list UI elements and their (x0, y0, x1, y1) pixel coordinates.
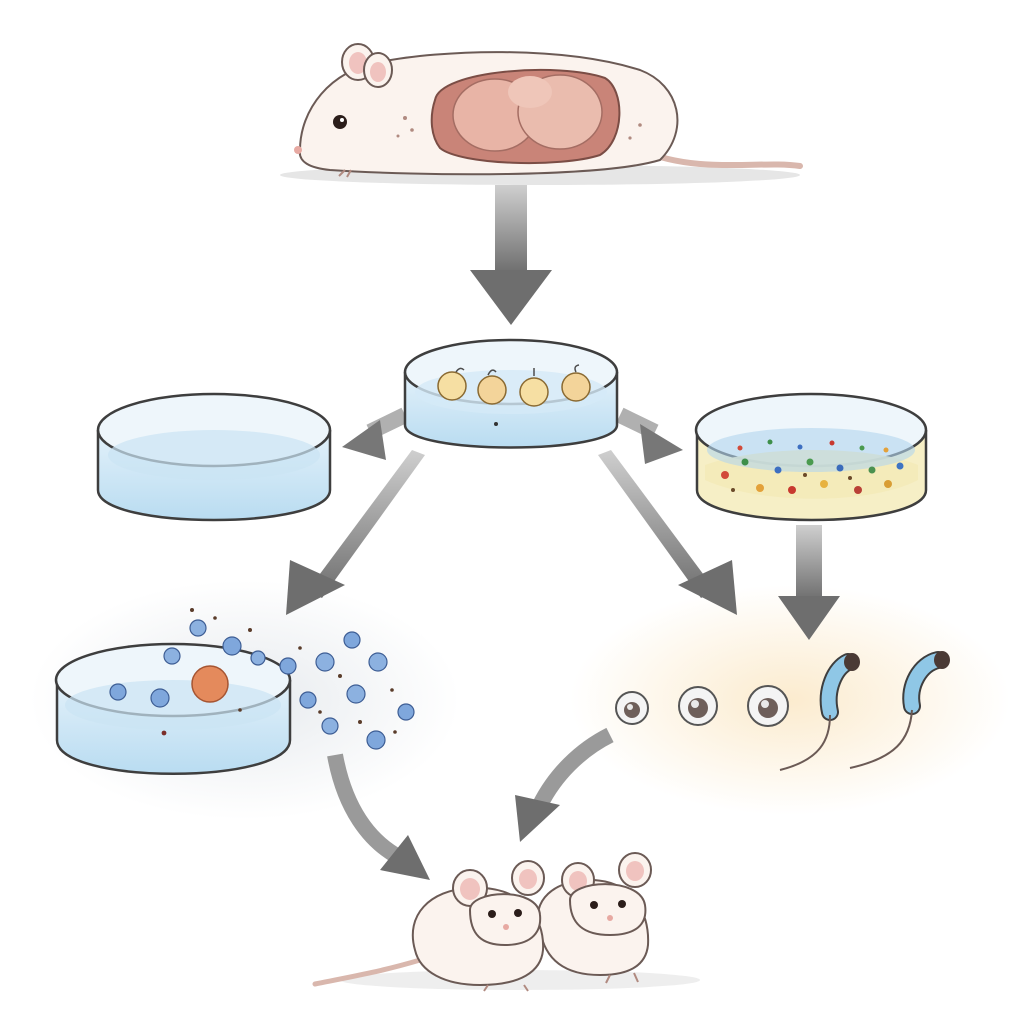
sperm-icon (849, 651, 950, 769)
oocyte-icon (615, 691, 649, 725)
arrow-cells-to-offspring (327, 753, 430, 880)
offspring-mouse-left (411, 860, 545, 992)
warm-glow-right (570, 585, 1010, 815)
offspring-mouse-right (537, 852, 652, 984)
arrow-embryo-to-gametes (598, 450, 737, 615)
debris-dots (161, 608, 397, 736)
embryo-dish-icon (403, 338, 619, 449)
mixed-cells-dish-icon (694, 392, 928, 522)
oocyte-icon (747, 685, 789, 727)
mixed-particles (721, 439, 904, 494)
arrow-mouse-to-embryo (470, 185, 552, 325)
arrows-group (286, 185, 840, 880)
offspring-mice-icon (312, 852, 700, 992)
arrow-embryo-to-empty-dish (342, 407, 409, 460)
arrow-mixed-dish-down (778, 525, 840, 640)
embryo-cells (437, 364, 591, 426)
arrow-gametes-to-offspring (515, 727, 614, 842)
arrow-embryo-to-mixed-dish (616, 407, 683, 464)
dispersed-cells-dish-icon (54, 608, 415, 775)
empty-dish-icon (96, 392, 332, 522)
oocyte-icon (678, 686, 718, 726)
gametes-group (615, 651, 950, 771)
blue-cells (109, 619, 415, 750)
arrow-embryo-to-cell-dish (286, 450, 425, 615)
sperm-icon (779, 653, 860, 771)
donor-mouse-icon (280, 43, 803, 185)
